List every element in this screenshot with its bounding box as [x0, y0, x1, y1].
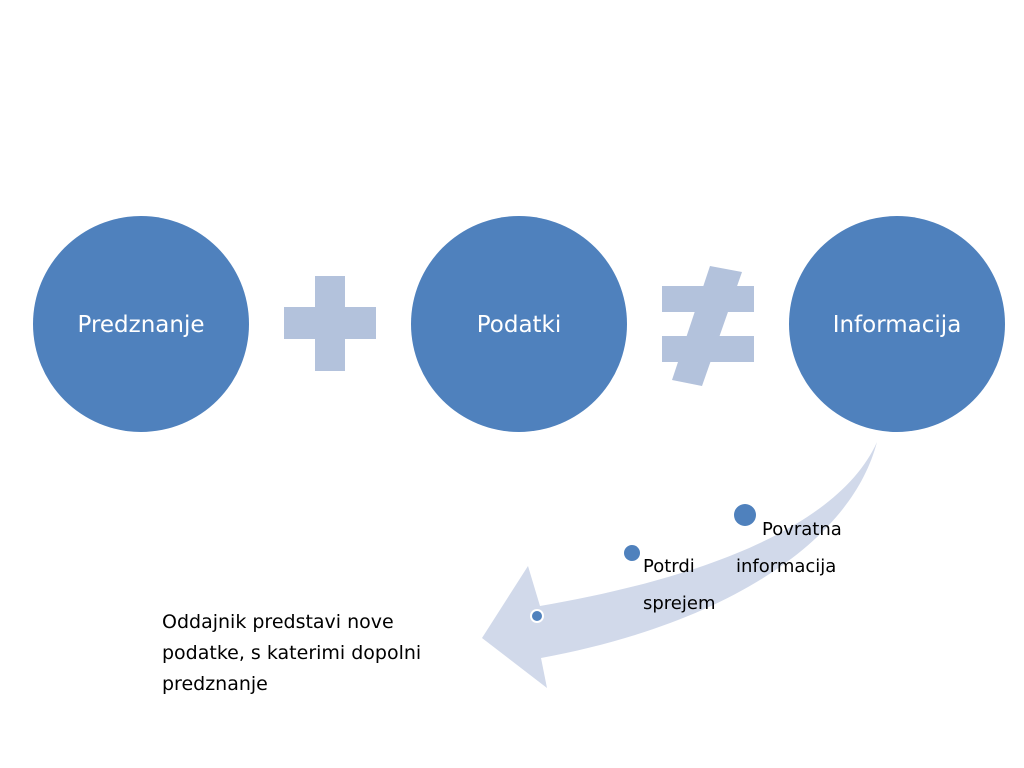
circle-podatki — [411, 216, 627, 432]
node-label-informacija: Informacija — [833, 312, 962, 338]
label-potrdi: Potrdi — [643, 556, 695, 577]
label-povratna: Povratna — [762, 519, 842, 540]
not-equal-slash — [672, 266, 742, 386]
label-informacija: informacija — [736, 556, 836, 577]
not-equal-sign-icon — [662, 266, 754, 386]
dot-result — [530, 609, 544, 623]
plus-horizontal-bar — [284, 307, 376, 339]
circle-informacija — [789, 216, 1005, 432]
node-label-predznanje: Predznanje — [77, 312, 204, 338]
result-description: Oddajnik predstavi nove podatke, s kater… — [162, 611, 422, 695]
dot-povratna-informacija — [734, 504, 756, 526]
plus-sign-icon — [284, 276, 376, 371]
circle-predznanje — [33, 216, 249, 432]
node-label-podatki: Podatki — [477, 312, 562, 338]
label-sprejem: sprejem — [643, 593, 716, 614]
feedback-arrow — [482, 442, 877, 688]
dot-potrdi-sprejem — [624, 545, 640, 561]
